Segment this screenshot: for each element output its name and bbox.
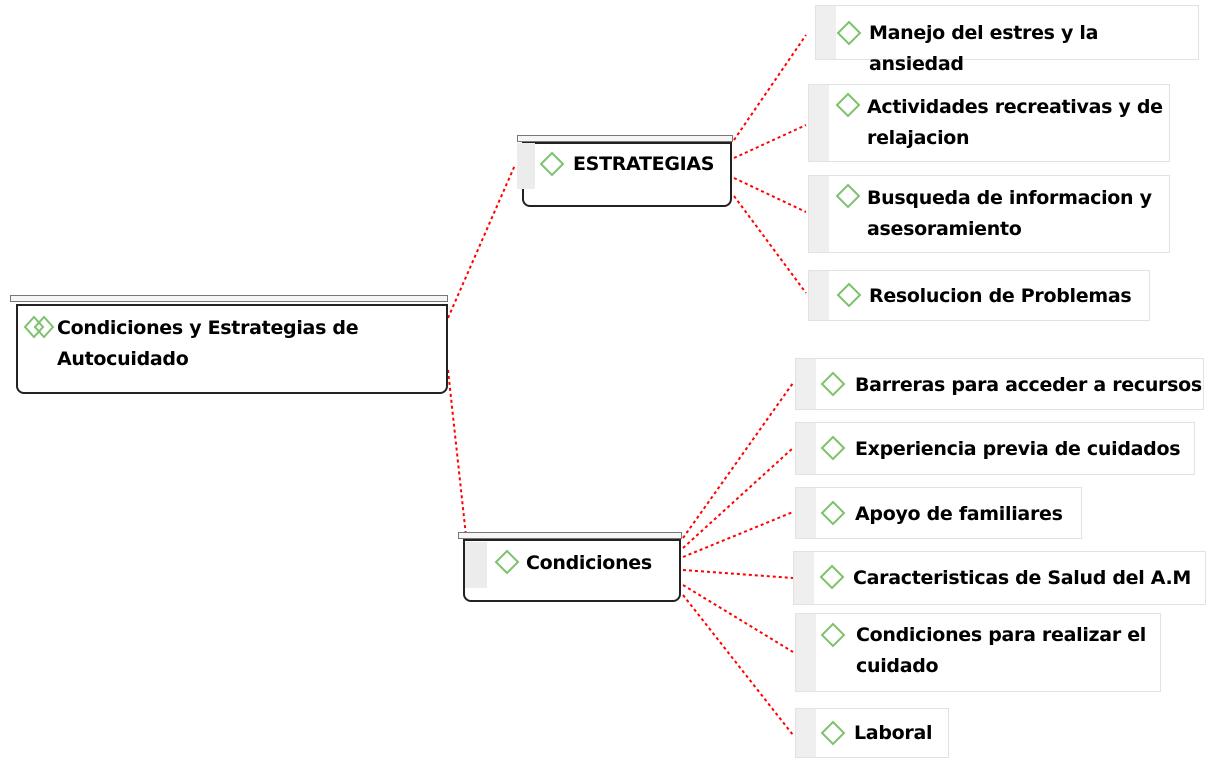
diamond-icon — [836, 282, 862, 308]
root-to-estrategias-line — [447, 164, 516, 319]
leaf-node-label: Caracteristicas de Salud del A.M — [853, 567, 1192, 589]
estrategias-to-leaf-line — [733, 177, 807, 213]
leaf-node[interactable]: Barreras para acceder a recursos — [795, 358, 1204, 410]
estrategias-to-leaf-line — [733, 124, 807, 159]
estrategias-to-leaf-line — [733, 195, 807, 294]
diamond-icon — [539, 151, 565, 177]
leaf-node[interactable]: Busqueda de informacion y asesoramiento — [808, 175, 1170, 253]
leaf-node[interactable]: Actividades recreativas y de relajacion — [808, 84, 1170, 162]
diamond-icon — [836, 20, 862, 46]
branch-node-condiciones[interactable]: Condiciones — [458, 532, 682, 602]
estrategias-to-leaf-line — [733, 34, 807, 141]
root-to-condiciones-line — [447, 369, 467, 537]
leaf-node[interactable]: Apoyo de familiares — [795, 487, 1082, 539]
leaf-node[interactable]: Experiencia previa de cuidados — [795, 422, 1195, 475]
leaf-node[interactable]: Laboral — [795, 708, 949, 758]
branch-node-bar — [458, 532, 682, 539]
root-node[interactable]: Condiciones y Estrategias de Autocuidado — [10, 295, 448, 394]
diamond-icon — [820, 500, 846, 526]
root-node-box — [16, 304, 448, 394]
branch-node-tab — [517, 143, 535, 189]
root-node-bar — [10, 295, 448, 302]
diamond-icon — [820, 371, 846, 397]
diamond-icon — [835, 183, 861, 209]
condiciones-to-leaf-line — [682, 569, 794, 579]
leaf-node[interactable]: Caracteristicas de Salud del A.M — [793, 551, 1206, 605]
diamond-icon — [820, 720, 846, 746]
diamond-icon — [494, 549, 520, 575]
leaf-node-label: Manejo del estres y la ansiedad — [869, 22, 1099, 75]
diamond-icon — [820, 622, 846, 648]
branch-node-label: Condiciones — [526, 552, 652, 574]
leaf-node-label: Laboral — [854, 722, 933, 744]
leaf-node-label: Actividades recreativas y de relajacion — [867, 96, 1163, 149]
leaf-node-label: Apoyo de familiares — [855, 503, 1063, 525]
condiciones-to-leaf-line — [682, 584, 794, 653]
leaf-node[interactable]: Resolucion de Problemas — [808, 270, 1150, 321]
leaf-node-label: Resolucion de Problemas — [869, 285, 1132, 307]
branch-node-estrategias[interactable]: ESTRATEGIAS — [517, 135, 733, 207]
leaf-node-label: Experiencia previa de cuidados — [855, 438, 1181, 460]
branch-node-tab — [465, 542, 487, 588]
condiciones-to-leaf-line — [682, 594, 794, 736]
branch-node-label: ESTRATEGIAS — [573, 153, 715, 175]
diamond-icon — [835, 92, 861, 118]
branch-node-box — [522, 142, 732, 207]
condiciones-to-leaf-line — [682, 447, 794, 549]
leaf-node-label: Barreras para acceder a recursos — [855, 374, 1202, 396]
condiciones-to-leaf-line — [682, 511, 794, 558]
leaf-node-label: Busqueda de informacion y asesoramiento — [867, 187, 1152, 240]
branch-node-box — [463, 539, 681, 602]
leaf-node[interactable]: Manejo del estres y la ansiedad — [815, 5, 1199, 75]
leaf-node[interactable]: Condiciones para realizar el cuidado — [795, 613, 1161, 692]
diamond-icon — [819, 564, 845, 590]
diamond-icon — [820, 435, 846, 461]
root-node-label: Condiciones y Estrategias de Autocuidado — [57, 317, 359, 370]
leaf-node-label: Condiciones para realizar el cuidado — [856, 624, 1146, 677]
branch-node-bar — [517, 135, 733, 142]
double-diamond-icon — [24, 315, 55, 339]
condiciones-to-leaf-line — [682, 382, 794, 539]
